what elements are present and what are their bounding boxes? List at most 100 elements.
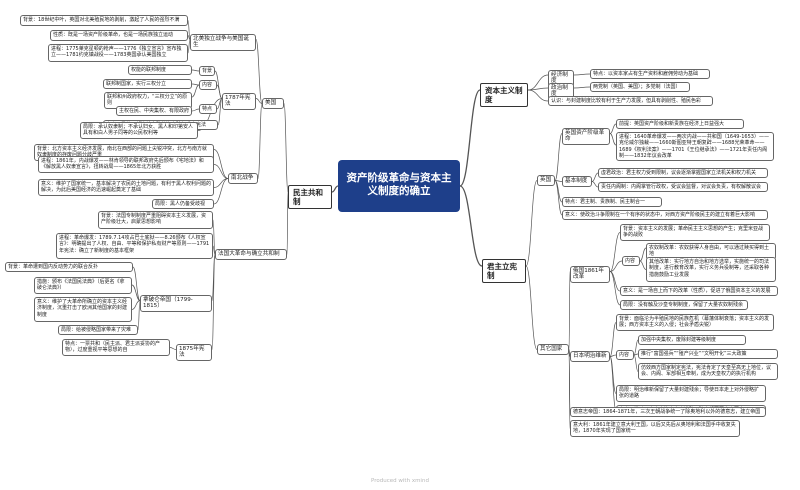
connector [633, 354, 639, 372]
topic-napoleon-limit[interactable]: 局限：给被侵略国家带来了灾难 [58, 325, 138, 336]
topic-capitalism-political[interactable]: 政治制度 [548, 83, 574, 100]
connector [459, 89, 481, 187]
connector [132, 266, 141, 301]
topic-napoleon-measures[interactable]: 措施：颁布《法国民法典》（后更名《拿破仑法典》） [34, 277, 132, 294]
connector [609, 232, 621, 272]
topic-civil-war-meaning[interactable]: 意义：维护了国家统一，基本解决了农民的土地问题，有利于黑人权利问题的解决，为此后… [38, 179, 214, 196]
connector [331, 185, 339, 193]
connector [255, 98, 263, 104]
topic-content-label-policies[interactable]: 推行“富国强兵”“殖产兴业”“文明开化”三大政策 [638, 349, 778, 360]
connector [609, 123, 617, 134]
topic-others-italy[interactable]: 意大利：1861年建立意大利王国，以后又先后从奥地利和法国手中收复失地，1870… [570, 420, 740, 437]
central-topic[interactable]: 资产阶级革命与资本主义制度的确立 [338, 160, 460, 212]
connector [591, 181, 599, 188]
connector [525, 265, 538, 350]
connector [554, 180, 563, 182]
topic-france-process[interactable]: 进程：革命爆发：1789.7.14攻占巴士底狱——8.26颁布《人权宣言》：明确… [56, 233, 213, 259]
connector [573, 73, 591, 76]
connector [286, 191, 289, 255]
topic-russia-content-label[interactable]: 内容 [622, 256, 640, 267]
topic-feature-label-d[interactable]: 主权在民、中央集权、有限政府 [116, 106, 192, 117]
connector [213, 178, 229, 205]
connector [131, 300, 141, 310]
connector [255, 39, 263, 104]
connector [212, 245, 216, 255]
topic-constitutional-monarchy-britain[interactable]: 英国 [537, 175, 555, 186]
connector [187, 39, 191, 54]
topic-constitution-1875-feature[interactable]: 特点：一票共和（民主派、君主派妥协的产物），过度重视平等思想的自 [62, 339, 170, 356]
connector [609, 322, 617, 357]
topic-bg-label-a[interactable]: 权能的联邦制度 [128, 65, 192, 76]
topic-napoleon-bg[interactable]: 背景：革命遭到国内反动势力的联合反扑 [5, 262, 133, 273]
topic-system-cabinet[interactable]: 责任内阁制：内阁掌管行政权，受议会监督，对议会负责，有权解散议会 [598, 182, 768, 193]
topic-usa-constitution-1787[interactable]: 1787年宪法 [222, 93, 256, 110]
topic-system-figurehead[interactable]: 虚君政治：君主权力受到限制，议会逐渐掌握国家立法机关和权力机关 [598, 168, 768, 179]
topic-russia-limit[interactable]: 局限：没有触及沙皇专制制度，保留了大量农奴制残余 [620, 300, 748, 311]
connector [609, 260, 623, 272]
connector [568, 271, 571, 350]
topic-britain-meaning[interactable]: 意义：使政治斗争限制在一个有序的状态中，对西方资产阶级民主的建立有着巨大影响 [562, 210, 768, 221]
topic-capitalism[interactable]: 资本主义制度 [480, 83, 528, 107]
topic-republic[interactable]: 民主共和制 [288, 185, 332, 209]
topic-japan-bg[interactable]: 背景：面临沦为半殖民地的民族危机（幕藩体制衰落；资本主义的发展；西方资本主义的入… [616, 314, 774, 331]
topic-britain-system[interactable]: 基本制度 [562, 176, 592, 187]
topic-content-label-constitution[interactable]: 仿效西方国家制定宪法，宪法肯定了天皇至高无上地位，议会、内阁、军部相互牵制，成为… [638, 363, 778, 380]
topic-others-germany[interactable]: 德意志帝国：1864-1871年，三次王朝战争统一了除奥地利以外的德意志，建立帝… [570, 407, 766, 418]
watermark: Produced with xmind [371, 478, 429, 484]
connector [217, 98, 223, 126]
topic-russia-bg[interactable]: 背景：资本主义的发展；革命民主主义思想的产生；克里米亚战争的战败 [620, 224, 770, 241]
topic-others-russia[interactable]: 俄国1861年改革 [570, 266, 610, 283]
topic-revolution-premise[interactable]: 前提：英国资产阶级和新贵族在经济上日益强大 [616, 119, 744, 130]
topic-independence-war-nature[interactable]: 性质：既是一场资产阶级革命，也是一场民族独立运动 [50, 30, 188, 41]
connector [639, 260, 647, 270]
topic-france-constitution-1875[interactable]: 1875年宪法 [176, 344, 212, 361]
connector [137, 300, 141, 331]
connector [131, 284, 141, 301]
topic-constitutional-monarchy-others[interactable]: 其它国家 [537, 344, 569, 355]
topic-political-systems[interactable]: 两党制（英国、美国）；多党制（法国） [590, 82, 690, 93]
topic-civil-war-limit[interactable]: 局限：黑人仍备受歧视 [152, 199, 214, 210]
connector [527, 87, 549, 91]
connector [609, 271, 621, 306]
topic-independence-war-bg[interactable]: 背景：18世纪中叶，英国对北美殖民地的剥削，激起了人民的强烈不满 [20, 15, 188, 26]
topic-constitution-1787-feature-label[interactable]: 特点 [199, 104, 217, 115]
topic-content-label-other[interactable]: 其他改革：实行地方自治和地方选举，实施统一的司法制度，进行教育改革，实行义务兵役… [646, 257, 776, 282]
topic-japan-content-label[interactable]: 内容 [616, 350, 634, 361]
connector [609, 354, 617, 357]
connector [191, 83, 200, 86]
connector [459, 185, 483, 267]
topic-economic-feature[interactable]: 特点：以资本家占有生产资料和雇佣劳动为基础 [590, 69, 710, 80]
topic-republic-france[interactable]: 法国大革命与确立共和制 [215, 249, 287, 260]
topic-usa-civil-war[interactable]: 南北战争 [228, 173, 258, 184]
connector [283, 103, 289, 193]
connector [554, 180, 563, 216]
connector [527, 89, 549, 102]
topic-constitution-1787-content-label[interactable]: 内容 [199, 80, 217, 91]
topic-republic-usa[interactable]: 美国 [262, 98, 284, 109]
topic-constitution-1787-limit[interactable]: 局限：承认奴隶制；不承认妇女、黑人和印第安人具有和白人男子同等的公民权利等 [80, 122, 198, 139]
topic-japan-limit[interactable]: 局限：明治维新保留了大量封建残余；导使日本走上对外侵略扩张的道路 [616, 385, 766, 402]
topic-revolution-process[interactable]: 进程：1640革命爆发——两次内战——共和国（1649-1653）——克伦威尔独… [616, 132, 774, 162]
topic-constitution-1787-bg-label[interactable]: 背景 [199, 66, 215, 77]
topic-civil-war-process[interactable]: 进程：1861年，内战爆发——林肯领导的联邦政府先后颁布《宅地法》和《解放黑人奴… [38, 156, 214, 173]
connector [191, 84, 200, 98]
connector [527, 74, 549, 91]
topic-constitutional-monarchy[interactable]: 君主立宪制 [482, 259, 526, 283]
topic-usa-independence-war[interactable]: 北美独立战争与美国诞生 [190, 34, 256, 51]
topic-napoleon-meaning[interactable]: 意义：维护了大革命所确立的资本主义经济制度，沉重打击了欧洲其他国家的封建制度 [34, 297, 132, 322]
connector [213, 149, 229, 179]
connector [191, 69, 200, 72]
topic-independence-war-process[interactable]: 进程：1775莱克星顿的枪声——1776《独立宣言》宣布独立——1781约克镇战… [48, 44, 188, 62]
topic-capitalism-understanding[interactable]: 认识：与封建制度比较有利于生产力发展，但具有剥削性、殖民色彩 [548, 96, 713, 107]
topic-content-label-b[interactable]: 联邦制国家，实行三权分立 [103, 79, 192, 90]
topic-others-japan[interactable]: 日本明治维新 [570, 351, 610, 362]
topic-britain-revolution[interactable]: 英国资产阶级革命 [562, 128, 610, 145]
connector [191, 108, 200, 112]
connector [591, 172, 599, 182]
topic-france-bg[interactable]: 背景：法国专制制度严重阻碍资本主义发展，资产阶级壮大，启蒙思想影响 [98, 211, 213, 229]
topic-france-napoleon[interactable]: 拿破仑帝国（1799-1815） [140, 295, 212, 312]
topic-russia-meaning[interactable]: 意义：是一场自上而下的改革（性质），促进了俄国资本主义的发展 [620, 286, 778, 297]
connector [525, 180, 538, 267]
topic-content-label-centralize[interactable]: 加强中央集权，废除封建等级制度 [638, 335, 746, 346]
topic-britain-feature[interactable]: 特点：君主制、贵族制、民主制合一 [562, 197, 662, 208]
